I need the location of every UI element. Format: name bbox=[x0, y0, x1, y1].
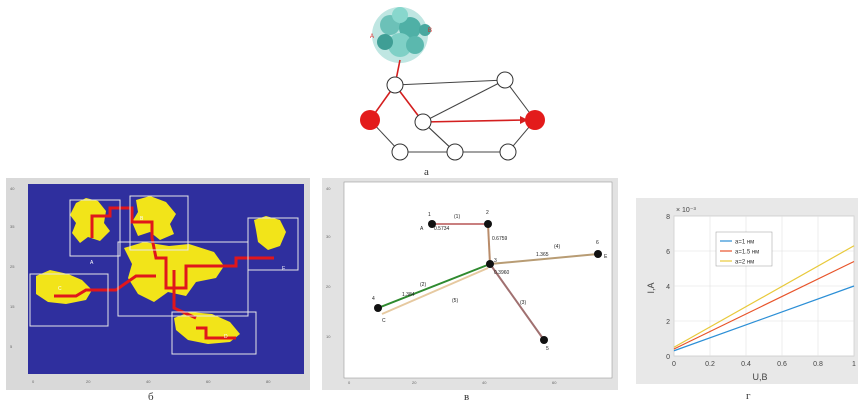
svg-text:60: 60 bbox=[206, 379, 211, 384]
svg-text:E: E bbox=[604, 254, 608, 260]
x-tick-label: 0.2 bbox=[705, 361, 715, 368]
y-tick-label: 2 bbox=[666, 319, 670, 326]
y-tick-label: 4 bbox=[666, 284, 670, 291]
svg-text:(3): (3) bbox=[520, 300, 526, 306]
svg-text:0: 0 bbox=[348, 380, 351, 385]
svg-text:1.365: 1.365 bbox=[536, 252, 549, 258]
series-line-2 bbox=[673, 260, 855, 350]
svg-text:A: A bbox=[90, 260, 94, 266]
y-tick-label: 8 bbox=[666, 214, 670, 221]
x-tick-label: 0 bbox=[672, 361, 676, 368]
svg-text:80: 80 bbox=[266, 379, 271, 384]
svg-text:E: E bbox=[282, 266, 286, 272]
x-tick-label: 0.4 bbox=[741, 361, 751, 368]
svg-text:6: 6 bbox=[596, 240, 599, 246]
region-boxes bbox=[29, 195, 299, 355]
svg-text:C: C bbox=[382, 318, 386, 324]
svg-text:20: 20 bbox=[86, 379, 91, 384]
svg-text:0: 0 bbox=[32, 379, 35, 384]
svg-text:5: 5 bbox=[546, 346, 549, 352]
svg-text:0.6759: 0.6759 bbox=[492, 236, 508, 242]
svg-text:0.3960: 0.3960 bbox=[494, 270, 510, 276]
svg-text:1.384: 1.384 bbox=[402, 292, 415, 298]
svg-text:(1): (1) bbox=[454, 214, 460, 220]
caption-a: a bbox=[424, 166, 429, 178]
svg-text:35: 35 bbox=[10, 224, 15, 229]
series-line-3 bbox=[673, 245, 855, 348]
red-path bbox=[54, 206, 274, 340]
svg-text:4: 4 bbox=[372, 296, 375, 302]
panel-d-chart: 0 0.2 0.4 0.6 0.8 1 0 2 4 6 8 × 10⁻³ U,B I,A a=1 н… bbox=[636, 198, 858, 384]
svg-text:20: 20 bbox=[412, 380, 417, 385]
svg-text:10: 10 bbox=[326, 334, 331, 339]
legend-label-1: a=1 нм bbox=[735, 240, 754, 246]
graph-nodes bbox=[360, 71, 545, 161]
svg-text:(2): (2) bbox=[420, 282, 426, 288]
legend: a=1 нм a=1.5 нм a=2 нм bbox=[715, 231, 773, 267]
panel-b-lattice: 40 35 25 15 5 0 20 40 60 80 A B C D E bbox=[6, 178, 310, 390]
svg-text:0.5734: 0.5734 bbox=[434, 226, 450, 232]
protein-label-b: B bbox=[428, 28, 432, 34]
svg-text:40: 40 bbox=[10, 186, 15, 191]
legend-label-3: a=2 нм bbox=[735, 260, 754, 266]
svg-text:25: 25 bbox=[10, 264, 15, 269]
x-tick-label: 0.6 bbox=[777, 361, 787, 368]
svg-text:40: 40 bbox=[482, 380, 487, 385]
scale-label: × 10⁻³ bbox=[676, 207, 697, 214]
svg-text:40: 40 bbox=[146, 379, 151, 384]
svg-text:B: B bbox=[140, 216, 144, 222]
series-line-1 bbox=[673, 285, 855, 352]
svg-text:1: 1 bbox=[428, 212, 431, 218]
network-edges bbox=[377, 223, 599, 341]
svg-text:20: 20 bbox=[326, 284, 331, 289]
svg-text:A: A bbox=[420, 226, 424, 232]
y-tick-label: 6 bbox=[666, 249, 670, 256]
caption-b: б bbox=[148, 391, 154, 403]
caption-c: в bbox=[464, 391, 470, 403]
x-tick-label: 1 bbox=[852, 361, 856, 368]
svg-text:(5): (5) bbox=[452, 298, 458, 304]
protein-illustration bbox=[372, 7, 431, 63]
svg-text:C: C bbox=[58, 286, 62, 292]
y-tick-label: 0 bbox=[666, 354, 670, 361]
panel-c-network: 40 30 20 10 0 20 40 60 1 2 3 4 5 6 (1) (2) (3… bbox=[322, 178, 618, 390]
x-tick-label: 0.8 bbox=[813, 361, 823, 368]
protein-label-a: A bbox=[370, 34, 374, 40]
svg-text:15: 15 bbox=[10, 304, 15, 309]
svg-text:5: 5 bbox=[10, 344, 13, 349]
caption-d: г bbox=[746, 390, 751, 402]
panel-a-graph: A B bbox=[360, 7, 545, 161]
svg-text:3: 3 bbox=[494, 258, 497, 264]
svg-text:(4): (4) bbox=[554, 244, 560, 250]
y-axis-label: I,A bbox=[646, 282, 656, 293]
svg-text:D: D bbox=[224, 334, 228, 340]
svg-text:2: 2 bbox=[486, 210, 489, 216]
svg-text:40: 40 bbox=[326, 186, 331, 191]
legend-label-2: a=1.5 нм bbox=[735, 250, 759, 256]
network-nodes bbox=[374, 220, 602, 344]
x-axis-label: U,B bbox=[752, 372, 767, 382]
svg-text:60: 60 bbox=[552, 380, 557, 385]
svg-text:30: 30 bbox=[326, 234, 331, 239]
